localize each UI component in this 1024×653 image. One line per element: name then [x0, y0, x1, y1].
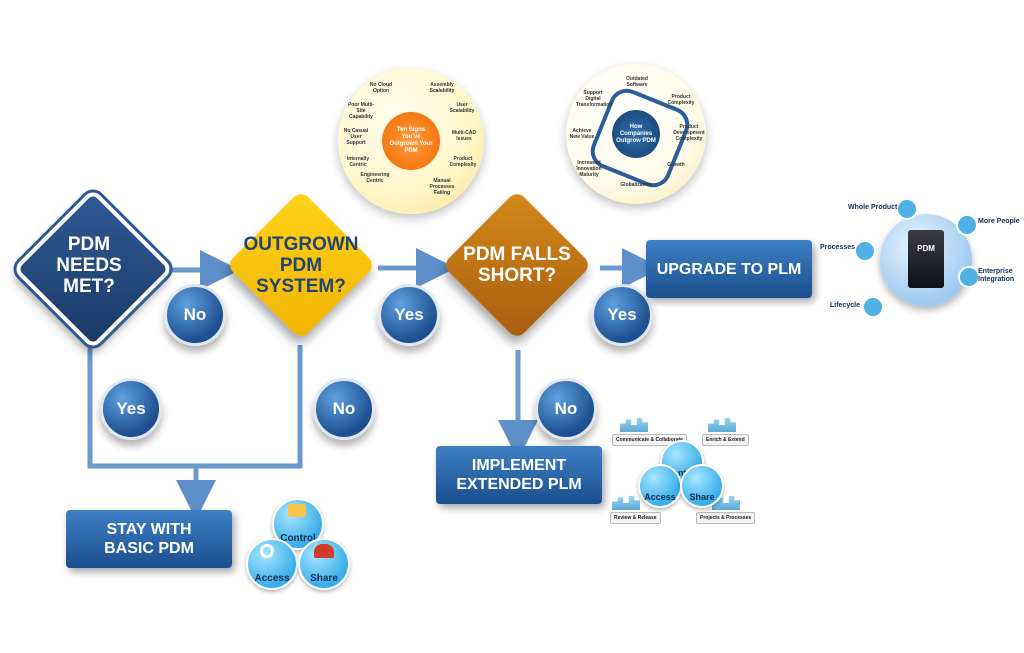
badge-yes: Yes — [591, 284, 653, 346]
stay-cluster: Control Access Share — [244, 498, 354, 594]
outgrow-disk: How Companies Outgrow PDM Outdated Softw… — [566, 64, 706, 204]
sign-item: User Scalability — [449, 102, 475, 114]
outgrow-item: Outdated Software — [626, 76, 648, 88]
outgrow-item: Product Development Complexity — [673, 124, 705, 142]
skyline-icon — [708, 418, 736, 432]
badge-yes: Yes — [100, 378, 162, 440]
decision-needs-met: PDM NEEDS MET? — [8, 184, 178, 354]
spoke-label: Enterprise Integration — [978, 268, 1015, 283]
plm-hub: PDM Whole Product More People Processes … — [818, 196, 1024, 326]
outcome-stay-basic-pdm: STAY WITH BASIC PDM — [66, 510, 232, 568]
access-circle: Access — [638, 464, 682, 508]
sign-item: Internally Centric — [346, 156, 370, 168]
tag-communicate: Communicate & Collaborate — [612, 434, 687, 446]
outgrow-title: How Companies Outgrow PDM — [616, 123, 656, 144]
decision-label: PDM FALLS SHORT? — [463, 244, 571, 286]
outgrow-center: How Companies Outgrow PDM — [612, 110, 660, 158]
skyline-icon — [612, 496, 640, 510]
badge-no: No — [164, 284, 226, 346]
share-circle: Share — [680, 464, 724, 508]
badge-yes: Yes — [378, 284, 440, 346]
outgrow-item: Product Complexity — [667, 94, 695, 106]
spoke-dot — [896, 198, 918, 220]
decision-label: PDM NEEDS MET? — [56, 233, 122, 297]
decision-outgrown: OUTGROWN PDM SYSTEM? — [226, 190, 376, 340]
outcome-implement-extended-plm: IMPLEMENT EXTENDED PLM — [436, 446, 602, 504]
spoke-label: Processes — [820, 244, 856, 251]
spoke-dot — [958, 266, 980, 288]
spoke-dot — [956, 214, 978, 236]
outgrow-item: Growth — [667, 162, 685, 168]
badge-no: No — [535, 378, 597, 440]
tag-enrich: Enrich & Extend — [702, 434, 749, 446]
server-label: PDM — [917, 244, 935, 253]
spoke-label: Whole Product — [848, 204, 898, 211]
spoke-dot — [862, 296, 884, 318]
sign-item: Assembly Scalability — [429, 82, 455, 94]
outgrow-item: Increased Innovation Maturity — [576, 160, 602, 178]
sign-item: Poor Multi-Site Capability — [347, 102, 375, 120]
sign-item: No Cloud Option — [369, 82, 393, 94]
ten-signs-title: Ten Signs You've Outgrown Your PDM — [389, 127, 433, 154]
spoke-dot — [854, 240, 876, 262]
sign-item: No Casual User Support — [343, 128, 369, 146]
server-icon: PDM — [908, 230, 944, 288]
people-icon — [314, 544, 334, 558]
extended-cluster: Communicate & Collaborate Enrich & Exten… — [608, 418, 756, 524]
outcome-upgrade-to-plm: UPGRADE TO PLM — [646, 240, 812, 298]
tag-projects: Projects & Processes — [696, 512, 756, 524]
outgrow-item: Achieve New Value — [569, 128, 595, 140]
sign-item: Manual Processes Failing — [429, 178, 455, 196]
magnifier-icon — [260, 544, 274, 558]
ten-signs-center: Ten Signs You've Outgrown Your PDM — [382, 112, 440, 170]
folder-icon — [288, 504, 306, 517]
ten-signs-disk: Ten Signs You've Outgrown Your PDM No Cl… — [338, 68, 484, 214]
decision-label: OUTGROWN PDM SYSTEM? — [243, 233, 359, 297]
sign-item: Engineering Centric — [360, 172, 390, 184]
sign-item: Multi-CAD Issues — [451, 130, 477, 142]
outgrow-item: Globalization — [620, 182, 652, 188]
outgrow-item: Support Digital Transformation — [576, 90, 613, 108]
decision-falls-short: PDM FALLS SHORT? — [442, 190, 592, 340]
spoke-label: More People — [978, 218, 1020, 225]
sign-item: Product Complexity — [449, 156, 477, 168]
skyline-icon — [620, 418, 648, 432]
badge-no: No — [313, 378, 375, 440]
tag-review: Review & Release — [610, 512, 661, 524]
spoke-label: Lifecycle — [830, 302, 860, 309]
